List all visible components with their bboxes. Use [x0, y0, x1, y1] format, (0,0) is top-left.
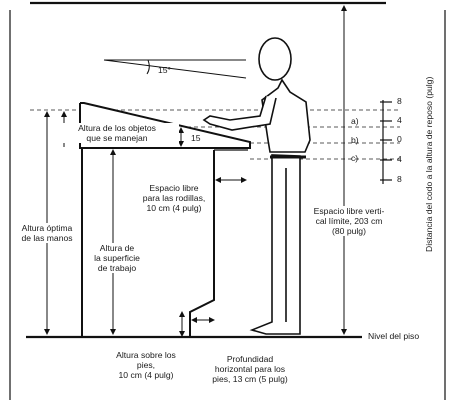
optimal-hands-line-1: Altura óptima [21, 223, 73, 233]
optimal-hands-line-2: de las manos [21, 233, 73, 243]
knee-space-label: Espacio libre para las rodillas, 10 cm (… [135, 183, 213, 213]
scale-marker-a: a) [351, 116, 359, 126]
scale-tick-8-top: 8 [397, 96, 402, 106]
foot-height-line-1: Altura sobre los [116, 350, 176, 360]
objects-height-line-2: que se manejan [86, 133, 148, 143]
foot-depth-line-1: Profundidad [226, 354, 274, 364]
elbow-scale [380, 100, 392, 184]
knee-space-line-3: 10 cm (4 pulg) [146, 203, 202, 213]
frame [9, 1, 446, 400]
scale-marker-b: b) [351, 135, 359, 145]
scale-tick-4-lower: 4 [397, 154, 402, 164]
foot-height-label: Altura sobre los pies, 10 cm (4 pulg) [100, 350, 192, 380]
small-offset-label: 15 [191, 133, 201, 143]
angle-indicator [103, 59, 247, 79]
objects-height-line-1: Altura de los objetos [78, 123, 156, 133]
foot-depth-line-3: pies, 13 cm (5 pulg) [212, 374, 288, 384]
work-surface-line-3: de trabajo [97, 263, 137, 273]
work-surface-label: Altura de la superficie de trabajo [86, 243, 148, 273]
vertical-clearance-line-1: Espacio libre verti- [313, 206, 385, 216]
foot-depth-line-2: horizontal para los [214, 364, 286, 374]
work-surface-line-2: la superficie [94, 253, 140, 263]
scale-tick-8-bottom: 8 [397, 174, 402, 184]
vertical-clearance-line-2: cal límite, 203 cm [315, 216, 383, 226]
angle-label: 15° [158, 65, 171, 75]
foot-depth-label: Profundidad horizontal para los pies, 13… [196, 354, 304, 384]
scale-tick-0: 0 [397, 134, 402, 144]
elbow-distance-label: Distancia del codo a la altura de reposo… [424, 76, 434, 252]
scale-marker-c: c) [351, 153, 359, 163]
knee-space-line-2: para las rodillas, [142, 193, 206, 203]
person-figure [202, 37, 311, 335]
floor-level-label: Nivel del piso [368, 331, 420, 341]
vertical-clearance-line-3: (80 pulg) [332, 226, 366, 236]
foot-height-line-2: pies, [136, 360, 156, 370]
scale-tick-4-upper: 4 [397, 115, 402, 125]
work-surface-line-1: Altura de [99, 243, 135, 253]
optimal-hands-label: Altura óptima de las manos [14, 223, 80, 243]
foot-height-line-3: 10 cm (4 pulg) [118, 370, 174, 380]
objects-height-label: Altura de los objetos que se manejan [55, 123, 179, 143]
knee-space-line-1: Espacio libre [149, 183, 199, 193]
vertical-clearance-label: Espacio libre verti- cal límite, 203 cm … [306, 206, 392, 236]
